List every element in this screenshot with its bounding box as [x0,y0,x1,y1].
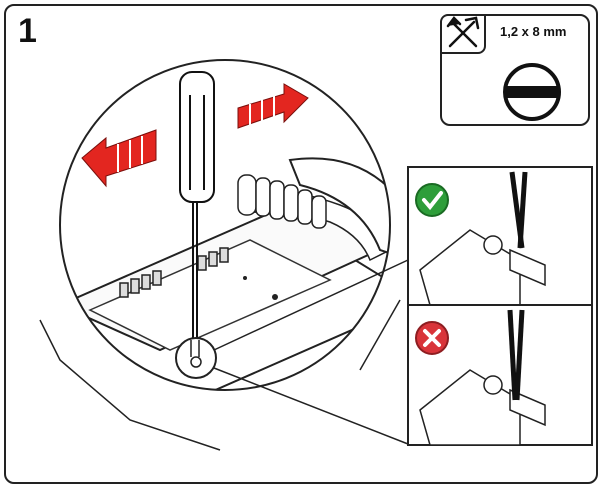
screwdriver [179,71,215,350]
right-arrow [237,83,309,129]
step-number: 1 [18,12,37,50]
device-base [39,299,401,451]
left-arrow [81,129,157,188]
flathead-screwdriver-icon [503,63,561,121]
magnified-view [59,59,391,391]
check-icon [415,183,449,217]
tools-icon [446,16,480,48]
inset-correct [407,166,593,306]
screwdriver-size-label: 1,2 x 8 mm [500,24,567,39]
detail-callout [175,259,409,445]
inset-incorrect [407,304,593,446]
